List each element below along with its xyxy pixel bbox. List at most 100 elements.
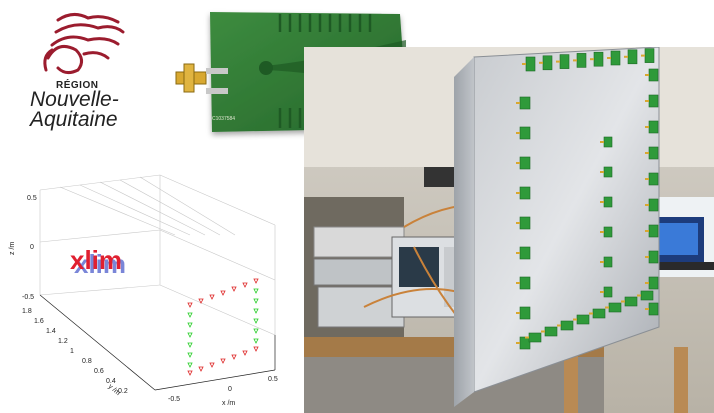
antenna-bottom	[528, 332, 542, 343]
antenna-connector	[600, 231, 604, 233]
antenna-bottom	[592, 308, 606, 319]
array-3d-plot: 0.5 0 -0.5 z /m 1.81.61.41.210.80.60.40.…	[0, 165, 300, 410]
pcb-serial: C1037584	[212, 116, 235, 122]
antenna-connector	[516, 192, 520, 194]
marker-bottom	[198, 366, 204, 372]
antenna-right	[648, 224, 659, 238]
lion-head-icon	[43, 13, 125, 75]
y-tick-3: 1.2	[58, 338, 68, 345]
marker-bottom	[242, 350, 248, 356]
antenna-connector	[590, 58, 594, 61]
antenna-bottom	[544, 326, 558, 337]
antenna-right	[648, 302, 659, 316]
antenna-connector	[645, 256, 649, 258]
antenna-bottom	[576, 314, 590, 325]
antenna-inner	[603, 166, 613, 178]
antenna-connector	[541, 330, 545, 333]
antenna-inner	[603, 136, 613, 148]
antenna-left	[519, 306, 531, 320]
antenna-connector	[600, 291, 604, 293]
antenna-inner	[603, 256, 613, 268]
antenna-array-lab-photo	[304, 47, 714, 413]
z-tick-1: 0	[30, 244, 34, 251]
y-tick-6: 0.6	[94, 368, 104, 375]
marker-right	[253, 308, 259, 314]
antenna-connector	[621, 300, 625, 303]
antenna-right	[648, 250, 659, 264]
antenna-connector	[573, 318, 577, 321]
antenna-right	[648, 276, 659, 290]
antenna-inner	[603, 196, 613, 208]
antenna-top	[644, 48, 655, 63]
antenna-right	[648, 172, 659, 186]
z-tick-0: 0.5	[27, 195, 37, 202]
x-tick-0: -0.5	[168, 396, 180, 403]
marker-bottom	[187, 370, 193, 376]
marker-left	[187, 362, 193, 368]
antenna-inner	[603, 286, 613, 298]
marker-bottom	[253, 346, 259, 352]
antenna-connector	[525, 336, 529, 339]
antenna-left	[519, 216, 531, 230]
antenna-connector	[516, 282, 520, 284]
antenna-left	[519, 126, 531, 140]
y-tick-2: 1.4	[46, 328, 56, 335]
marker-right	[253, 298, 259, 304]
antenna-top	[627, 49, 638, 65]
antenna-connector	[645, 230, 649, 232]
logo-name-line2: Aquitaine	[30, 108, 118, 131]
marker-top	[242, 282, 248, 288]
x-tick-1: 0	[228, 386, 232, 393]
marker-bottom	[220, 358, 226, 364]
vivaldi-antenna-array	[516, 48, 659, 350]
antenna-bottom	[624, 296, 638, 307]
antenna-top	[593, 51, 604, 67]
marker-left	[187, 322, 193, 328]
antenna-left	[519, 156, 531, 170]
antenna-right	[648, 68, 659, 82]
antenna-connector	[516, 102, 520, 104]
antenna-connector	[600, 261, 604, 263]
plot-grid	[39, 174, 276, 336]
x-axis-label: x /m	[222, 400, 235, 407]
z-tick-2: -0.5	[22, 294, 34, 301]
antenna-top	[542, 55, 553, 71]
antenna-connector	[557, 324, 561, 327]
y-tick-8: 0.2	[118, 388, 128, 395]
antenna-bottom	[608, 302, 622, 313]
antenna-connector	[645, 152, 649, 154]
antenna-right	[648, 146, 659, 160]
antenna-connector	[637, 294, 641, 297]
x-tick-2: 0.5	[268, 376, 278, 383]
marker-left	[187, 312, 193, 318]
marker-right	[253, 288, 259, 294]
antenna-connector	[641, 54, 645, 57]
marker-right	[253, 318, 259, 324]
marker-top	[187, 302, 193, 308]
antenna-connector	[600, 141, 604, 143]
antenna-connector	[556, 60, 560, 63]
marker-right	[253, 338, 259, 344]
antenna-connector	[645, 282, 649, 284]
antenna-top	[525, 56, 536, 72]
antenna-top	[559, 54, 570, 69]
antenna-inner	[603, 226, 613, 238]
antenna-left	[519, 246, 531, 260]
antenna-right	[648, 94, 659, 108]
marker-left	[187, 342, 193, 348]
marker-top	[220, 290, 226, 296]
plot-axes	[39, 294, 276, 391]
antenna-connector	[516, 342, 520, 344]
antenna-connector	[600, 201, 604, 203]
antenna-connector	[516, 222, 520, 224]
y-tick-7: 0.4	[106, 378, 116, 385]
antenna-connector	[645, 204, 649, 206]
antenna-connector	[624, 55, 628, 58]
logo-name-line1: Nouvelle-	[30, 88, 119, 111]
marker-right	[253, 328, 259, 334]
antenna-connector	[516, 162, 520, 164]
sma-connector-icon	[175, 63, 228, 94]
y-tick-0: 1.8	[22, 308, 32, 315]
antenna-connector	[589, 312, 593, 315]
antenna-bottom	[560, 320, 574, 331]
